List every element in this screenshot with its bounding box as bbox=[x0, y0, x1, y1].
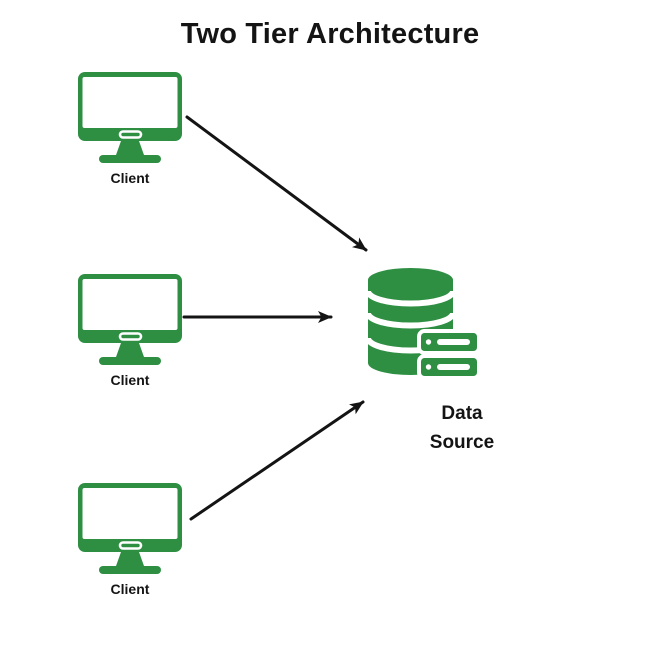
arrow-client1-to-datasource bbox=[185, 115, 368, 252]
arrow-client3-to-datasource bbox=[189, 400, 365, 521]
data-source-label-line2: Source bbox=[429, 432, 495, 453]
client-node-1: Client bbox=[78, 72, 182, 186]
data-source-node bbox=[368, 268, 481, 382]
diagram-title: Two Tier Architecture bbox=[180, 18, 480, 50]
client-node-3: Client bbox=[78, 483, 182, 597]
database-server-icon bbox=[368, 268, 481, 380]
desktop-monitor-icon bbox=[78, 72, 182, 163]
desktop-monitor-icon bbox=[78, 483, 182, 574]
client-label: Client bbox=[110, 170, 150, 186]
client-node-2: Client bbox=[78, 274, 182, 388]
client-label: Client bbox=[110, 372, 150, 388]
client-label: Client bbox=[110, 581, 150, 597]
data-source-label-line1: Data bbox=[441, 403, 483, 424]
data-source-label: Data Source bbox=[406, 399, 518, 457]
desktop-monitor-icon bbox=[78, 274, 182, 365]
